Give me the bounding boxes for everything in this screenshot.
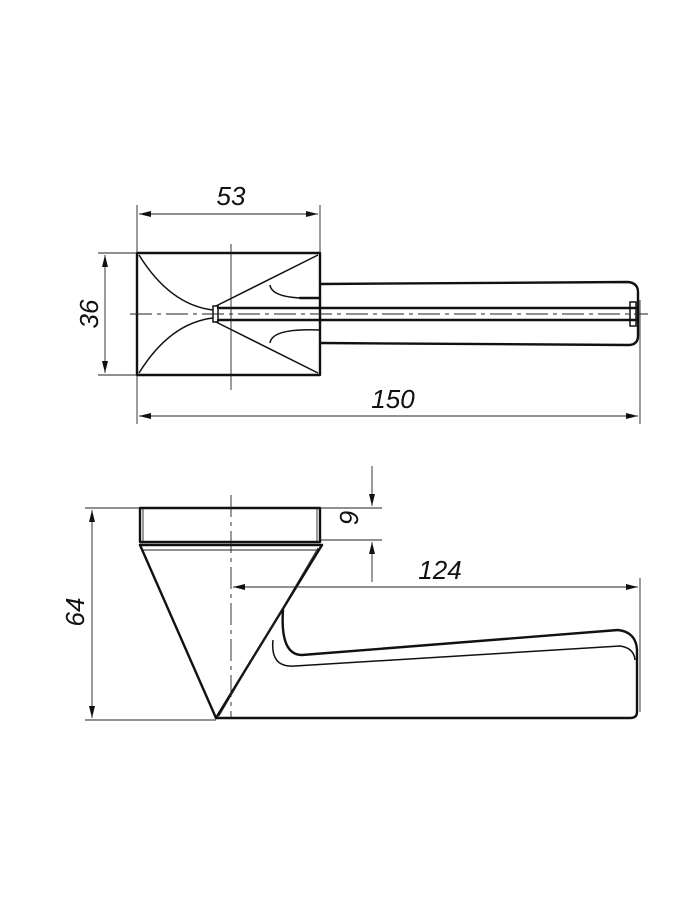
dimension-rose-width: 53 — [136, 181, 321, 253]
dimension-label-150: 150 — [371, 384, 415, 414]
dimension-label-36: 36 — [74, 299, 104, 328]
dimension-label-53: 53 — [217, 181, 246, 211]
lever-side — [214, 608, 639, 720]
dimension-label-64: 64 — [60, 598, 90, 627]
dimension-rose-height: 36 — [74, 252, 137, 376]
top-view: 53 36 150 — [74, 181, 648, 424]
cone-neck — [138, 543, 324, 720]
lever-plan — [216, 280, 640, 347]
side-view: 64 9 124 — [60, 466, 641, 721]
dimension-label-9: 9 — [334, 511, 364, 525]
dimension-overall-height: 64 — [60, 507, 216, 721]
dimension-lever-length: 124 — [233, 555, 641, 712]
dimension-label-124: 124 — [418, 555, 461, 585]
dimension-overall-length: 150 — [136, 300, 641, 424]
dimension-rose-thickness: 9 — [320, 466, 382, 582]
